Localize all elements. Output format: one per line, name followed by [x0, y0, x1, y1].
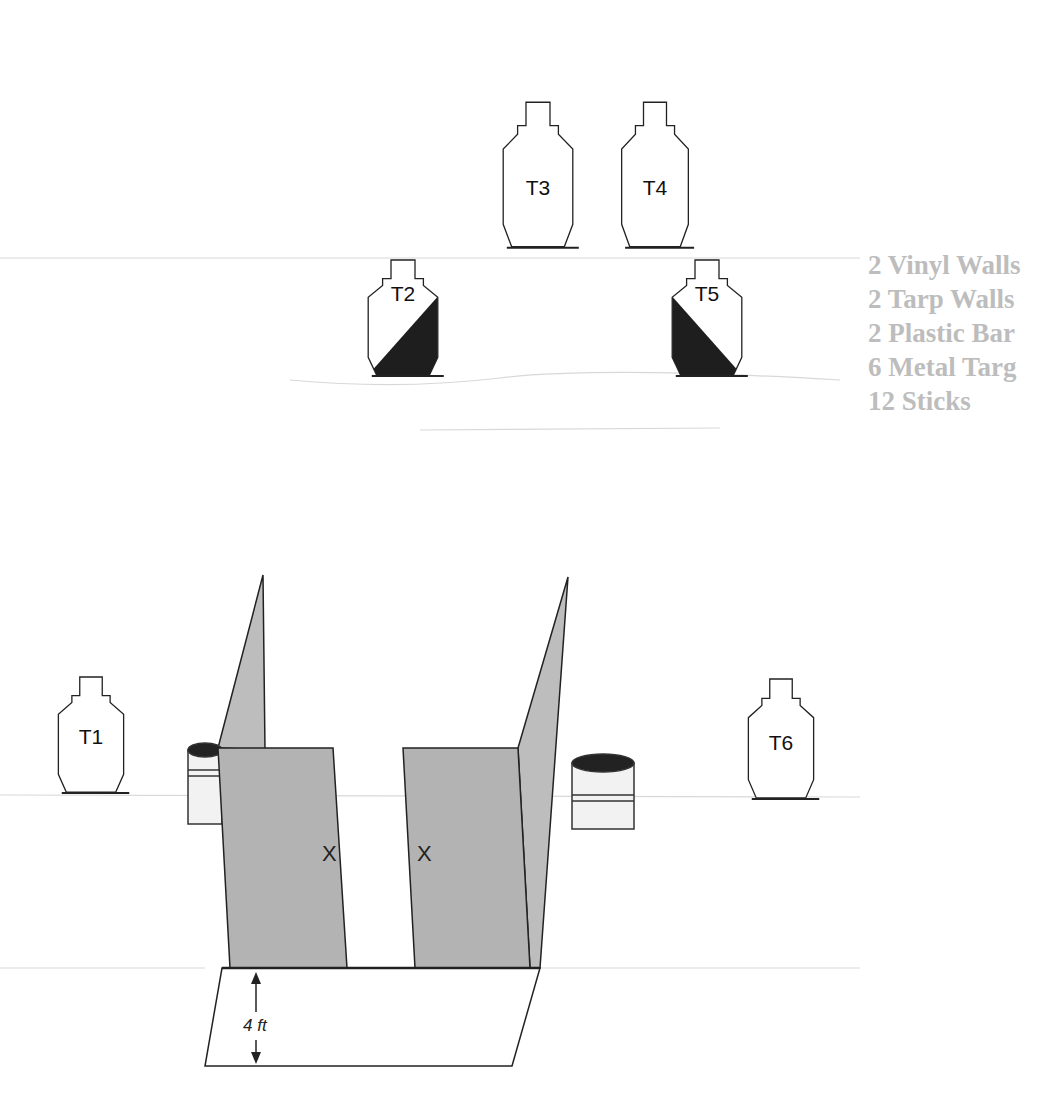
bleed-through-note: 2 Plastic Bar	[868, 320, 1015, 347]
target-label: T4	[609, 177, 701, 198]
target-silhouette: T6	[736, 678, 826, 800]
bleed-through-note: 6 Metal Targ	[868, 354, 1017, 381]
bleed-through-note: 12 Sticks	[868, 388, 971, 415]
target-outline	[609, 101, 701, 249]
target-silhouette: T5	[659, 259, 755, 377]
target-outline	[355, 259, 451, 377]
target-label: T2	[355, 283, 451, 304]
target-label: T3	[490, 177, 586, 198]
target-silhouette: T2	[355, 259, 451, 377]
target-silhouette: T4	[609, 101, 701, 249]
target-outline	[659, 259, 755, 377]
wall-mark: X	[417, 843, 432, 865]
bleed-through-note: 2 Vinyl Walls	[868, 252, 1021, 279]
target-label: T5	[659, 283, 755, 304]
target-label: T1	[46, 726, 136, 747]
target-silhouette: T1	[46, 676, 136, 794]
target-silhouette: T3	[490, 101, 586, 249]
wall-mark: X	[322, 843, 337, 865]
target-label: T6	[736, 732, 826, 753]
target-outline	[490, 101, 586, 249]
bleed-through-note: 2 Tarp Walls	[868, 286, 1015, 313]
dimension-label: 4 ft	[241, 1016, 269, 1035]
